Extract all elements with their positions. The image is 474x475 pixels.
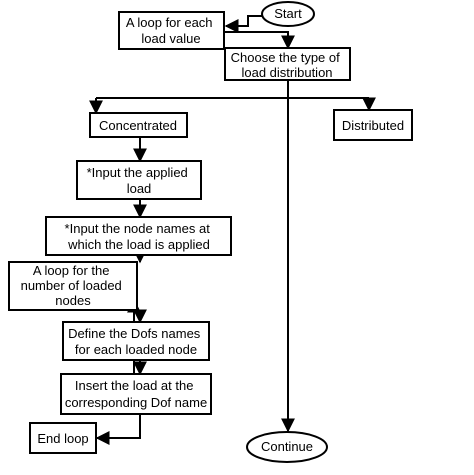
- node-loop-each-value-line-2: load value: [141, 31, 200, 46]
- node-concentrated-line-1: Concentrated: [99, 118, 177, 133]
- node-input-node-names-line-1: *Input the node names at: [65, 221, 211, 236]
- node-distributed-line-1: Distributed: [342, 118, 404, 133]
- node-choose-type-line-1: Choose the type of: [231, 50, 341, 65]
- svg-text:End loop: End loop: [37, 431, 88, 446]
- edge-start-to-loop: [224, 15, 262, 33]
- node-loop-loaded-nodes-line-3: nodes: [55, 293, 91, 308]
- svg-text:Define the Dofs names fo: Define the Dofs names for each loaded no…: [68, 326, 204, 357]
- node-insert-load-line-1: Insert the load at the: [75, 378, 194, 393]
- node-choose-type: Choose the type of load distribution: [224, 47, 351, 81]
- node-start: Start: [261, 1, 315, 27]
- node-start-line-1: Start: [274, 6, 302, 21]
- node-concentrated: Concentrated: [89, 112, 188, 138]
- svg-text:Continue: Continue: [261, 439, 313, 454]
- svg-text:Insert the load at the c: Insert the load at the corresponding Dof…: [65, 378, 207, 410]
- node-input-node-names-line-2: which the load is applied: [67, 237, 210, 252]
- svg-text:*Input the node names at: *Input the node names at which the load …: [65, 221, 214, 252]
- node-end-loop: End loop: [29, 422, 97, 454]
- svg-text:Distributed: Distributed: [342, 118, 404, 133]
- node-insert-load-line-2: corresponding Dof name: [65, 395, 207, 410]
- node-input-applied-load-line-1: *Input the applied: [87, 165, 188, 180]
- node-loop-each-value: A loop for each load value: [118, 11, 225, 50]
- svg-text:A loop for each load val: A loop for each load value: [126, 15, 216, 46]
- node-loop-loaded-nodes-line-1: A loop for the: [33, 263, 110, 278]
- node-continue: Continue: [246, 431, 328, 463]
- node-define-dofs-line-1: Define the Dofs names: [68, 326, 201, 341]
- svg-text:*Input the applied load: *Input the applied load: [87, 165, 192, 196]
- node-choose-type-line-2: load distribution: [241, 65, 332, 80]
- node-loop-loaded-nodes-line-2: number of loaded: [21, 278, 122, 293]
- node-insert-load: Insert the load at the corresponding Dof…: [60, 373, 212, 415]
- edge-loop-to-choose: [224, 31, 295, 50]
- node-define-dofs-line-2: for each loaded node: [75, 342, 197, 357]
- node-define-dofs: Define the Dofs names for each loaded no…: [62, 321, 210, 361]
- svg-text:Choose the type of load: Choose the type of load distribution: [231, 50, 344, 80]
- edge-insert-load-to-end-loop: [95, 414, 141, 445]
- node-distributed: Distributed: [333, 109, 413, 141]
- node-input-applied-load-line-2: load: [127, 181, 152, 196]
- node-continue-line-1: Continue: [261, 439, 313, 454]
- node-loop-each-value-line-1: A loop for each: [126, 15, 213, 30]
- node-end-loop-line-1: End loop: [37, 431, 88, 446]
- node-input-node-names: *Input the node names at which the load …: [45, 216, 232, 256]
- svg-text:A loop for the number of: A loop for the number of loaded nodes: [21, 263, 126, 308]
- node-loop-loaded-nodes: A loop for the number of loaded nodes: [8, 261, 138, 311]
- svg-text:Concentrated: Concentrated: [99, 118, 177, 133]
- svg-text:Start: Start: [274, 6, 302, 21]
- node-input-applied-load: *Input the applied load: [76, 160, 202, 200]
